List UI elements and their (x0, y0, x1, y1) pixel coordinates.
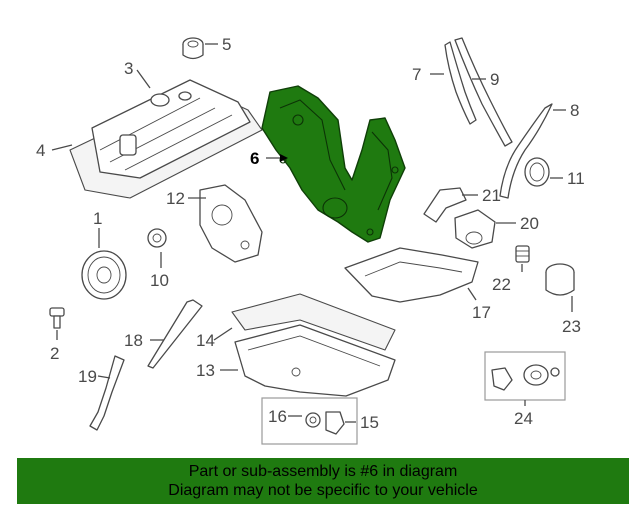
part-13-oil-pan[interactable] (234, 324, 396, 397)
callout-11[interactable]: 11 (567, 169, 585, 188)
callout-16[interactable]: 16 (268, 407, 287, 426)
part-23-oil-filter[interactable] (545, 263, 575, 296)
callout-6[interactable]: 6 (250, 149, 259, 168)
callout-18[interactable]: 18 (124, 331, 143, 350)
part-17-baffle[interactable] (344, 247, 479, 303)
callout-22[interactable]: 22 (492, 275, 511, 294)
part-19-tube[interactable] (89, 355, 125, 431)
part-21-bracket[interactable] (423, 187, 467, 223)
callout-2[interactable]: 2 (50, 344, 59, 363)
callout-21[interactable]: 21 (482, 186, 501, 205)
callout-4[interactable]: 4 (36, 141, 45, 160)
callout-23[interactable]: 23 (562, 317, 581, 336)
callout-19[interactable]: 19 (78, 367, 97, 386)
leader-4 (51, 144, 73, 151)
part-11-seal[interactable] (524, 157, 550, 187)
callout-9[interactable]: 9 (490, 70, 499, 89)
callout-10[interactable]: 10 (150, 271, 169, 290)
part-6-timing-cover[interactable] (261, 85, 406, 243)
part-20-tensioner[interactable] (454, 209, 496, 249)
callout-15[interactable]: 15 (360, 413, 379, 432)
banner-line-2: Diagram may not be specific to your vehi… (168, 482, 478, 499)
banner-line-1: Part or sub-assembly is #6 in diagram (188, 463, 458, 480)
callout-12[interactable]: 12 (166, 189, 185, 208)
part-8-tensioner-arm[interactable] (499, 103, 553, 199)
leader-6-arrow (280, 154, 288, 162)
part-18-dipstick[interactable] (147, 299, 203, 369)
part-7-chain-guide[interactable] (444, 41, 477, 125)
leader-19 (97, 375, 111, 379)
callout-1[interactable]: 1 (93, 209, 102, 228)
box-15-16 (261, 397, 358, 445)
part-10-washer[interactable] (147, 228, 167, 248)
callout-8[interactable]: 8 (570, 101, 579, 120)
part-1-crank-pulley[interactable] (81, 250, 127, 300)
callout-17[interactable]: 17 (472, 303, 491, 322)
leader-14 (213, 327, 233, 341)
part-12-oil-pump[interactable] (199, 184, 263, 263)
part-14-oil-pan-gasket[interactable] (231, 293, 396, 351)
part-3-valve-cover[interactable] (91, 79, 251, 179)
callout-5[interactable]: 5 (222, 35, 231, 54)
part-5-cap[interactable] (182, 37, 204, 60)
callout-20[interactable]: 20 (520, 214, 539, 233)
callout-7[interactable]: 7 (412, 65, 421, 84)
part-9-chain-guide[interactable] (454, 37, 513, 147)
leader-3 (136, 69, 151, 89)
callout-14[interactable]: 14 (196, 331, 215, 350)
leader-17 (467, 287, 477, 301)
part-22-plug[interactable] (515, 245, 530, 263)
part-2-bolt[interactable] (49, 307, 65, 329)
part-15-drain-plug[interactable] (325, 411, 345, 435)
callout-24[interactable]: 24 (514, 409, 533, 428)
engine-parts-diagram: 5 3 4 6 7 9 8 (36, 35, 585, 445)
callout-3[interactable]: 3 (124, 59, 133, 78)
info-banner: Part or sub-assembly is #6 in diagram Di… (17, 458, 629, 504)
part-16-washer[interactable] (305, 412, 321, 428)
part-24-sensor-kit[interactable] (491, 364, 560, 391)
callout-13[interactable]: 13 (196, 361, 215, 380)
